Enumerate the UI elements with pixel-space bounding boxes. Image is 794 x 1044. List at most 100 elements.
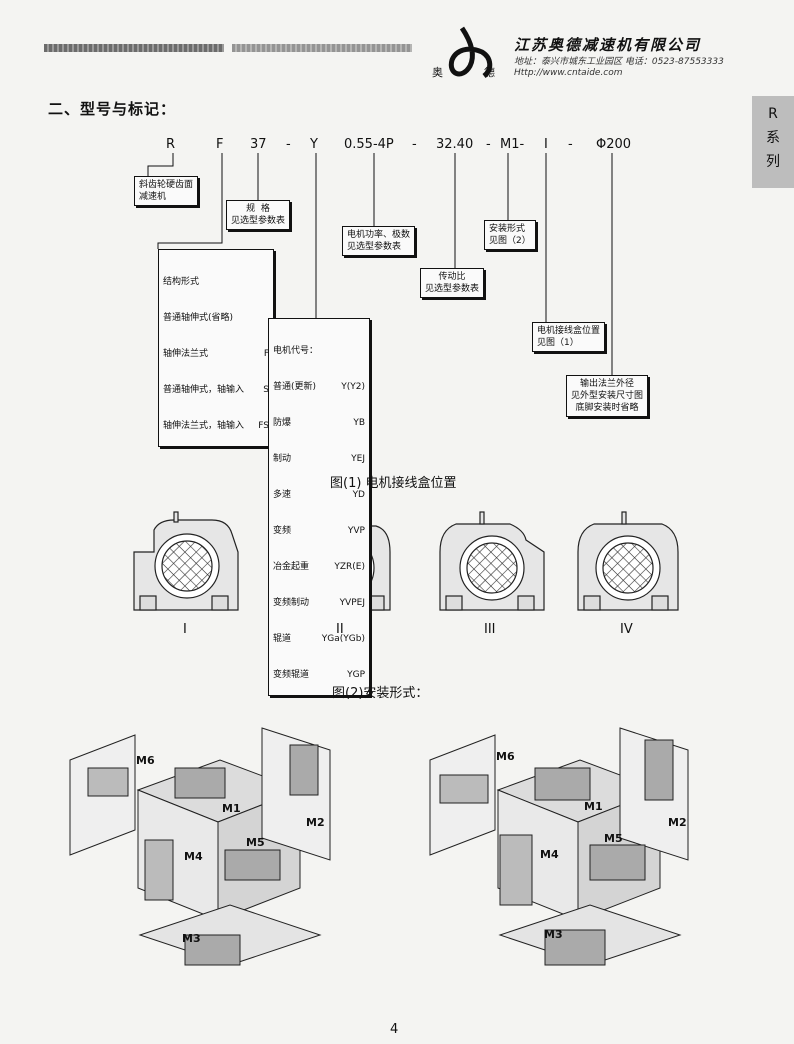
- row-label: 防爆: [273, 418, 292, 428]
- code-part: -: [412, 137, 417, 152]
- box-line: 见图（2）: [489, 236, 531, 246]
- box-row: 轴伸法兰式，轴输入 FS: [163, 420, 269, 432]
- mount-label: M3: [182, 932, 201, 945]
- mount-label: M4: [184, 850, 203, 863]
- logo-text-left: 奥: [432, 66, 443, 79]
- box-line: 见图（1）: [537, 338, 579, 348]
- row-label: 冶金起重: [273, 562, 310, 572]
- row-label: 多速: [273, 490, 292, 500]
- mount-label: M4: [540, 848, 559, 861]
- box-line: 斜齿轮硬齿面: [139, 180, 194, 190]
- mount-label: M5: [246, 836, 265, 849]
- box-line: 见选型参数表: [347, 242, 402, 252]
- box-line: 电机功率、极数: [347, 230, 411, 240]
- company-url: Http://www.cntaide.com: [514, 68, 623, 78]
- connector-lines: [147, 153, 613, 375]
- code-part: 0.55-4P: [344, 137, 394, 152]
- row-code: FS: [258, 421, 269, 431]
- mount-label: M6: [136, 754, 155, 767]
- code-part: Y: [310, 137, 318, 152]
- position-label: I: [183, 622, 187, 637]
- header-stripe: [44, 44, 224, 52]
- box-line: 见选型参数表: [231, 216, 286, 226]
- company-logo: [448, 26, 493, 78]
- box-type: 斜齿轮硬齿面减速机: [134, 176, 199, 206]
- row-code: YD: [352, 490, 365, 500]
- position-label: II: [336, 622, 344, 637]
- code-part: -: [286, 137, 291, 152]
- side-tab-line1: 系: [766, 130, 780, 146]
- box-row: 变频 YVP: [273, 525, 365, 537]
- box-line: 减速机: [139, 192, 167, 202]
- mount-label: M6: [496, 750, 515, 763]
- header-stripe: [232, 44, 412, 52]
- box-line: 传动比: [438, 272, 466, 282]
- box-row: 普通轴伸式(省略): [163, 312, 269, 324]
- code-part: -: [568, 137, 573, 152]
- position-label: III: [484, 622, 496, 637]
- box-terminal-box: 电机接线盒位置见图（1）: [532, 322, 606, 352]
- row-code: YVPEJ: [339, 598, 365, 608]
- box-line: 底脚安装时省略: [575, 403, 639, 413]
- mount-label: M5: [604, 832, 623, 845]
- box-row: 辊道 YGa(YGb): [273, 633, 365, 645]
- code-part: F: [216, 137, 224, 152]
- code-part: R: [166, 137, 176, 152]
- row-label: 变频制动: [273, 598, 310, 608]
- row-label: 普通(更新): [273, 382, 317, 392]
- row-label: 轴伸法兰式: [163, 349, 209, 359]
- terminal-box-figures: [133, 511, 679, 611]
- row-code: YEJ: [351, 454, 365, 464]
- side-tab: R 系 列: [752, 96, 794, 188]
- row-label: 辊道: [273, 634, 292, 644]
- box-line: 安装形式: [489, 224, 526, 234]
- code-part: I: [544, 137, 548, 152]
- code-part: 37: [250, 137, 267, 152]
- box-row: 轴伸法兰式 F: [163, 348, 269, 360]
- code-part: 32.40: [436, 137, 474, 152]
- row-label: 变频: [273, 526, 292, 536]
- code-part: M1-: [500, 137, 525, 152]
- box-mounting: 安装形式见图（2）: [484, 220, 536, 250]
- row-label: 普通轴伸式(省略): [163, 313, 234, 323]
- row-label: 普通轴伸式，轴输入: [163, 385, 245, 395]
- code-part: -: [486, 137, 491, 152]
- row-label: 轴伸法兰式，轴输入: [163, 421, 245, 431]
- box-row: 冶金起重 YZR(E): [273, 561, 365, 573]
- row-label: 制动: [273, 454, 292, 464]
- row-code: YZR(E): [334, 562, 365, 572]
- row-code: YVP: [347, 526, 365, 536]
- box-line: 见选型参数表: [425, 284, 480, 294]
- mounting-diagram-left: [69, 727, 331, 966]
- mount-label: M3: [544, 928, 563, 941]
- row-code: S: [263, 385, 269, 395]
- mounting-diagram-right: [429, 727, 689, 966]
- figure2-title: 图(2)安装形式：: [332, 686, 429, 701]
- box-row: 变频辊道 YGP: [273, 669, 365, 681]
- box-line: 输出法兰外径: [580, 379, 635, 389]
- logo-text-right: 德: [484, 66, 495, 79]
- box-line: 电机接线盒位置: [537, 326, 601, 336]
- row-code: YGP: [347, 670, 365, 680]
- box-line: 见外型安装尺寸图: [571, 391, 644, 401]
- box-motor-power: 电机功率、极数见选型参数表: [342, 226, 416, 256]
- row-code: YGa(YGb): [321, 634, 365, 644]
- row-code: F: [263, 349, 269, 359]
- page-number: 4: [390, 1022, 399, 1037]
- box-line: 规 格: [246, 204, 270, 214]
- row-code: Y(Y2): [341, 382, 365, 392]
- mount-label: M2: [668, 816, 687, 829]
- position-label: IV: [620, 622, 633, 637]
- side-tab-line2: 列: [766, 154, 780, 170]
- section-title: 二、型号与标记：: [48, 100, 177, 118]
- company-name: 江苏奥德减速机有限公司: [514, 36, 702, 54]
- mount-label: M1: [584, 800, 603, 813]
- row-label: 变频辊道: [273, 670, 310, 680]
- company-address: 地址：泰兴市城东工业园区 电话：0523-87553333: [514, 57, 724, 67]
- box-row: 制动 YEJ: [273, 453, 365, 465]
- mount-label: M1: [222, 802, 241, 815]
- box-row: 普通轴伸式，轴输入 S: [163, 384, 269, 396]
